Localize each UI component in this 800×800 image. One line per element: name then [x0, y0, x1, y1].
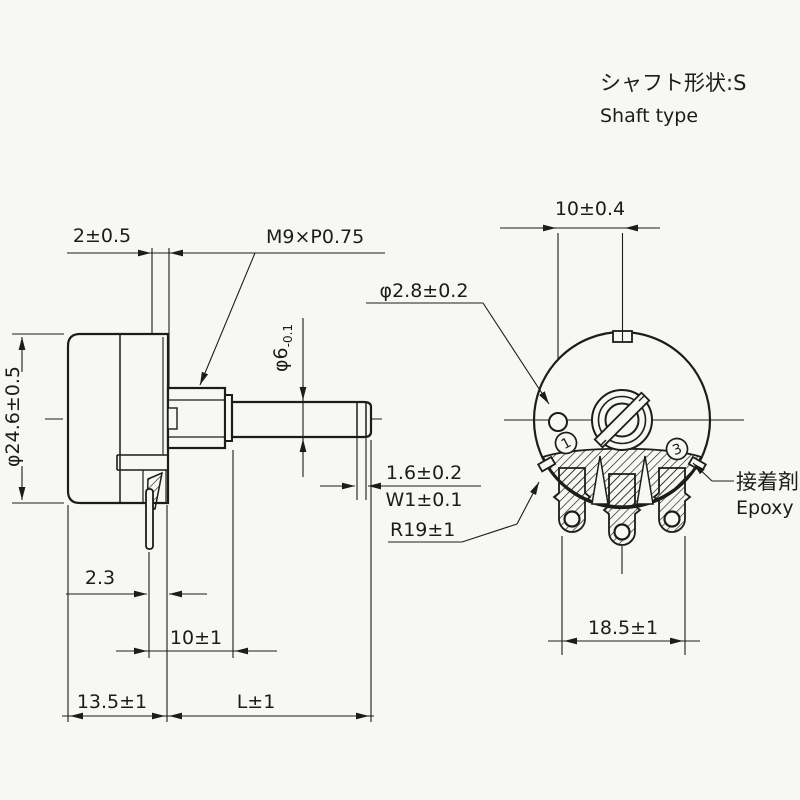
- threaded-bushing: [166, 386, 233, 450]
- flat-length-label: 1.6±0.2: [386, 462, 462, 484]
- side-view: [45, 332, 386, 550]
- terminal-radius-leader: [388, 481, 540, 543]
- terminal-lug-3: [652, 467, 692, 533]
- dimension-shaft-flat: [320, 437, 481, 500]
- body-depth-label: 13.5±1: [77, 691, 147, 713]
- dimension-body-diameter: [12, 333, 64, 504]
- shaft-length-label: L±1: [237, 691, 276, 713]
- shaft-type-english-label: Shaft type: [600, 105, 698, 127]
- terminal-span-label: 18.5±1: [588, 617, 658, 639]
- body-diameter-label: φ24.6±0.5: [2, 366, 24, 467]
- hole-offset-label: 10±0.4: [555, 198, 625, 220]
- locating-lug: [167, 407, 178, 430]
- epoxy-japanese-label: 接着剤: [736, 470, 799, 494]
- crimp-tab-left: [536, 455, 557, 473]
- shaft-type-japanese-label: シャフト形状:S: [600, 71, 746, 95]
- lug-offset-label: 2.3: [85, 567, 115, 589]
- terminal-lug-2: [602, 473, 642, 546]
- hole-diameter-label: φ2.8±0.2: [380, 280, 469, 302]
- terminal-1-badge: 1: [554, 431, 578, 455]
- dimension-cover-gap: [67, 248, 385, 388]
- front-view: 1 3: [366, 224, 744, 655]
- locating-pin-hole: [548, 412, 568, 432]
- screwdriver-slot: [593, 391, 651, 449]
- dimension-terminal-span: [548, 536, 700, 655]
- terminal-lug-1: [552, 467, 592, 533]
- dimension-lug-to-face: [116, 450, 277, 658]
- cover-gap-label: 2±0.5: [73, 225, 131, 247]
- terminal-hole-3: [663, 510, 681, 528]
- terminal-hole-2: [613, 523, 631, 541]
- thread-leader: [199, 252, 256, 386]
- shaft-diameter-label: φ6-0.1: [270, 324, 295, 372]
- terminal-lugs: [552, 467, 692, 546]
- shaft-end-boss: [591, 389, 653, 451]
- dimension-lug-offset: [66, 505, 207, 722]
- shaft: [230, 400, 373, 439]
- hole-diameter-leader: [366, 302, 550, 405]
- epoxy-leader: [692, 462, 734, 482]
- flat-width-label: W1±0.1: [385, 489, 462, 511]
- cover-crimp-step: [116, 454, 168, 503]
- terminal-3-badge: 3: [665, 437, 689, 461]
- lug-to-face-label: 10±1: [170, 627, 222, 649]
- ground-lug-pin: [145, 488, 154, 550]
- epoxy-english-label: Epoxy: [736, 497, 794, 519]
- terminal-radius-label: R19±1: [390, 519, 455, 541]
- shaft-type-note: シャフト形状:S Shaft type: [600, 71, 746, 127]
- terminal-hole-1: [563, 510, 581, 528]
- body-outline: [66, 332, 170, 505]
- lug-separation-notch-right: [636, 455, 654, 505]
- thread-spec-label: M9×P0.75: [266, 226, 364, 248]
- dimension-depth-and-length: [62, 440, 374, 722]
- lug-separation-notch-left: [591, 455, 609, 505]
